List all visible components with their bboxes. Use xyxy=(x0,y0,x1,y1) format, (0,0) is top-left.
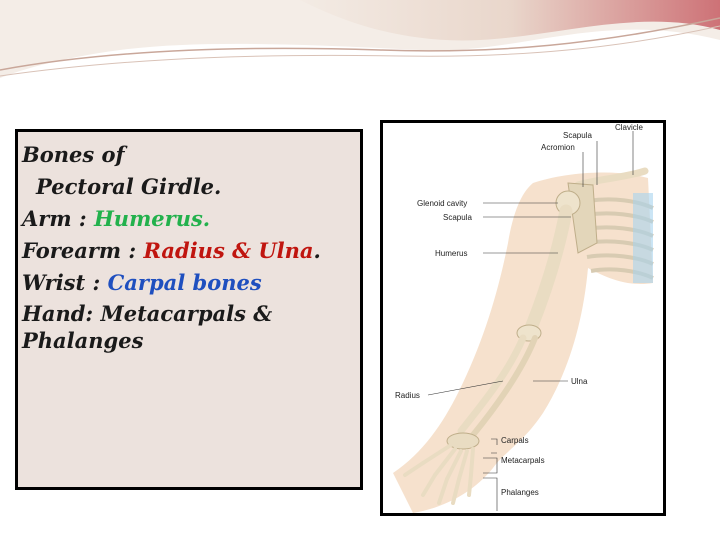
arm-label: Arm : xyxy=(22,206,94,231)
line-forearm: Forearm : Radius & Ulna. xyxy=(22,236,356,265)
label-humerus: Humerus xyxy=(435,249,467,258)
forearm-label: Forearm : xyxy=(22,238,144,263)
line-bones-of: Bones of xyxy=(22,142,125,167)
forearm-value: Radius & Ulna xyxy=(143,238,314,263)
arm-bones-figure: Clavicle Scapula Acromion Glenoid cavity… xyxy=(380,120,666,516)
carpal-bones xyxy=(446,432,480,450)
bones-text-box: Bones of Pectoral Girdle. Arm : Humerus.… xyxy=(15,129,363,490)
line-arm: Arm : Humerus. xyxy=(22,204,356,233)
ulna-bone xyxy=(470,335,538,438)
line-hand: Hand: Metacarpals & Phalanges xyxy=(22,301,273,353)
forearm-suffix: . xyxy=(313,238,321,263)
label-ulna: Ulna xyxy=(571,377,588,386)
upper-limb-skeleton-diagram: Clavicle Scapula Acromion Glenoid cavity… xyxy=(393,123,654,513)
label-acromion: Acromion xyxy=(541,143,575,152)
wrist-label: Wrist : xyxy=(22,270,108,295)
hand-bones-icon xyxy=(403,443,475,505)
line-pectoral-girdle: Pectoral Girdle. xyxy=(36,174,222,199)
label-scapula-top: Scapula xyxy=(563,131,592,140)
header-wave-banner xyxy=(0,0,720,78)
label-carpals: Carpals xyxy=(501,436,529,445)
label-radius: Radius xyxy=(395,391,420,400)
label-clavicle: Clavicle xyxy=(615,123,644,132)
label-glenoid-cavity: Glenoid cavity xyxy=(417,199,467,208)
wrist-value: Carpal bones xyxy=(107,270,262,295)
clavicle-bone xyxy=(574,167,649,189)
arm-value: Humerus. xyxy=(93,206,211,231)
radius-bone xyxy=(457,334,527,435)
label-metacarpals: Metacarpals xyxy=(501,456,545,465)
line-wrist: Wrist : Carpal bones xyxy=(22,268,356,297)
humerus-bone xyxy=(524,204,573,335)
cartilage-icon xyxy=(633,193,653,283)
label-scapula: Scapula xyxy=(443,213,472,222)
label-phalanges: Phalanges xyxy=(501,488,539,497)
